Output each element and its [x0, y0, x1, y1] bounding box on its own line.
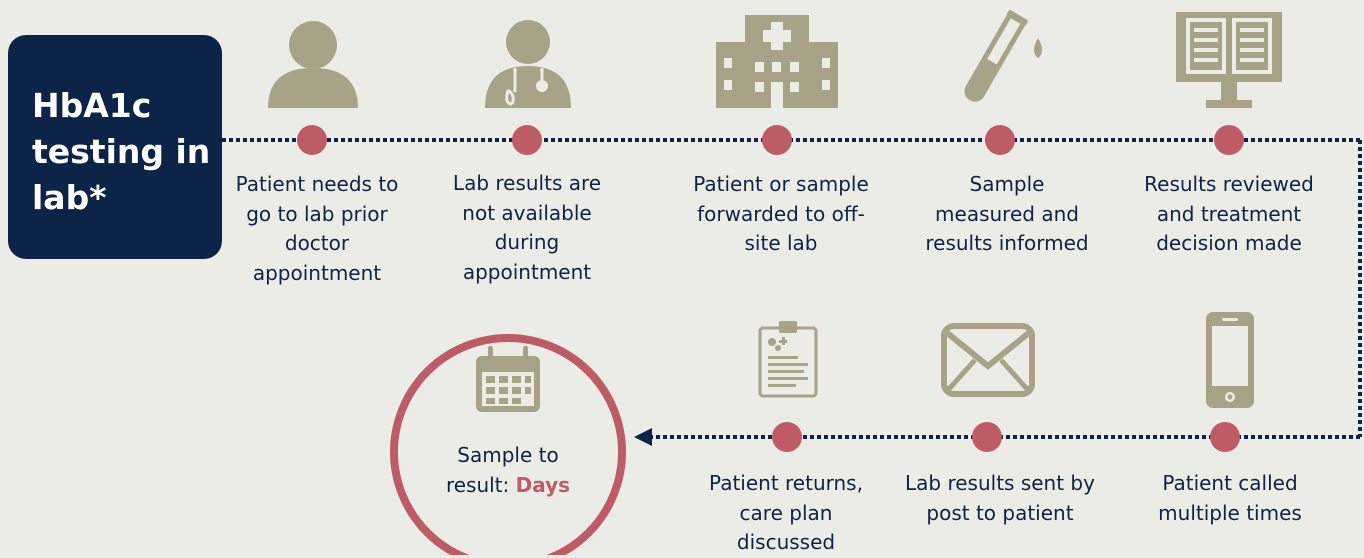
result-summary: Sample to result: Days [430, 440, 586, 500]
label-line: Patient called [1162, 471, 1298, 495]
envelope-icon [941, 323, 1035, 397]
monitor-report-icon [1176, 12, 1282, 108]
label-line: appointment [462, 259, 592, 284]
label-line: Patient or sample [693, 172, 869, 196]
label-line: post to patient [926, 500, 1074, 525]
step-dot [762, 125, 792, 155]
label-line: Lab results are [452, 171, 602, 195]
label-line: care plan [739, 500, 833, 525]
label-line: and treatment [1156, 201, 1302, 226]
step-dot [972, 422, 1002, 452]
label-line: Patient returns, [709, 471, 863, 495]
diagram-title: HbA1c testing in lab* [32, 83, 212, 221]
step-label-patient-called: Patient called multiple times [1136, 469, 1324, 528]
step-dot [985, 125, 1015, 155]
step-dot [297, 125, 327, 155]
label-line: results informed [925, 231, 1089, 255]
label-line: decision made [1156, 231, 1302, 255]
test-tube-icon [964, 10, 1042, 102]
title-line: HbA1c [32, 86, 152, 125]
result-prefix: result: [445, 473, 516, 497]
step-label-results-posted: Lab results sent by post to patient [890, 469, 1110, 528]
clipboard-icon [758, 321, 818, 398]
hospital-icon [716, 15, 838, 108]
step-dot [512, 125, 542, 155]
label-line: go to lab prior [246, 201, 388, 226]
result-circle [390, 334, 626, 555]
step-dot [1214, 125, 1244, 155]
step-label-results-reviewed: Results reviewed and treatment decision … [1126, 170, 1332, 259]
step-dot [772, 422, 802, 452]
title-line: lab* [32, 178, 107, 217]
label-line: not available [462, 200, 592, 225]
label-line: site lab [744, 231, 818, 255]
step-label-lab-visit: Patient needs to go to lab prior doctor … [222, 170, 412, 288]
person-icon [268, 21, 358, 108]
doctor-icon [485, 20, 571, 108]
step-label-forwarded-offsite: Patient or sample forwarded to off- site… [677, 170, 885, 259]
label-line: during [494, 230, 560, 254]
result-line: result: Days [430, 470, 586, 500]
calendar-icon [476, 346, 540, 412]
label-line: appointment [252, 260, 382, 285]
title-box: HbA1c testing in lab* [8, 35, 222, 259]
result-duration: Days [515, 473, 571, 497]
arrow-head [634, 428, 652, 446]
label-line: discussed [736, 530, 836, 554]
label-line: forwarded to off- [697, 201, 865, 226]
step-label-patient-returns: Patient returns, care plan discussed [695, 469, 877, 558]
step-dot [1210, 422, 1240, 452]
label-line: multiple times [1158, 500, 1302, 525]
label-line: Sample [969, 172, 1045, 196]
result-line: Sample to [457, 443, 559, 467]
smartphone-icon [1206, 312, 1254, 408]
label-line: measured and [935, 201, 1079, 226]
label-line: doctor [284, 231, 350, 255]
step-label-results-unavailable: Lab results are not available during app… [437, 169, 617, 287]
title-line: testing in [32, 132, 211, 171]
label-line: Results reviewed [1144, 172, 1314, 196]
step-label-sample-measured: Sample measured and results informed [912, 170, 1102, 259]
label-line: Lab results sent by [905, 471, 1095, 495]
label-line: Patient needs to [235, 172, 399, 196]
